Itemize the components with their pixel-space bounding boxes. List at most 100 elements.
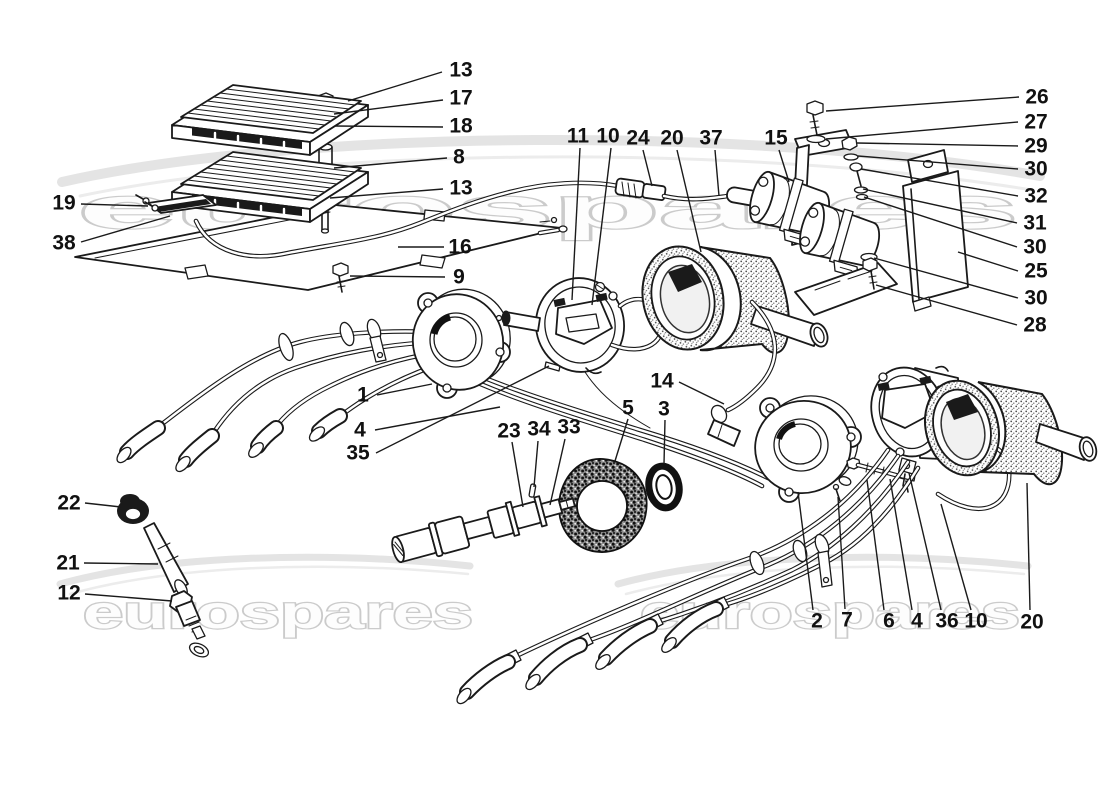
callout-leader-10-2: [940, 503, 972, 611]
callout-leader-20: [676, 149, 702, 253]
callout-leader-23: [511, 441, 524, 508]
callout-number-20-2: 20: [1020, 611, 1043, 634]
callout-leader-5: [614, 418, 629, 462]
callout-leader-26: [825, 96, 1020, 112]
callout-number-28: 28: [1023, 314, 1047, 337]
plate-bolt: [332, 262, 349, 293]
watermark-text-bottom-left: eurospares: [83, 586, 473, 638]
exploded-view-artwork: [74, 84, 1098, 705]
callout-leader-19: [80, 203, 149, 207]
bracket-bolt-28: [860, 252, 878, 290]
callout-leader-31: [862, 188, 1018, 224]
callout-number-13-2: 13: [449, 177, 472, 200]
callout-number-26: 26: [1025, 86, 1048, 109]
callout-leader-12: [84, 593, 173, 602]
callout-leader-13: [347, 71, 443, 102]
protective-cover-right: [924, 379, 1098, 486]
cover-tube-left: [750, 305, 829, 348]
callout-number-21: 21: [56, 552, 80, 575]
callout-leader-35: [375, 365, 550, 454]
callout-leader-33: [549, 438, 566, 506]
sensor-wire-14: [707, 299, 778, 447]
callout-number-38: 38: [52, 232, 76, 255]
protective-cover-left: [641, 245, 829, 354]
watermark-swoosh-bl-echo: [68, 565, 470, 596]
distributor-flange-right: [754, 395, 862, 503]
wire-clamp: [366, 318, 387, 363]
callout-number-33: 33: [557, 416, 580, 439]
coil-hardware: [841, 136, 869, 201]
callout-number-18: 18: [449, 115, 473, 138]
callout-number-12: 12: [57, 582, 80, 605]
flange-pin-35: [544, 361, 561, 372]
callout-number-37: 37: [699, 127, 722, 150]
cover-tube-right: [1035, 423, 1098, 462]
callout-leader-27: [825, 121, 1019, 140]
callout-leader-6: [866, 479, 885, 611]
callout-number-1: 1: [357, 384, 369, 407]
callout-leader-11: [571, 147, 581, 301]
callout-leader-38: [80, 215, 171, 243]
callout-leader-29: [856, 142, 1019, 147]
callout-leader-30-2: [863, 196, 1018, 248]
callout-leader-37: [714, 149, 720, 197]
callout-number-19: 19: [52, 192, 75, 215]
harness-cable: [193, 180, 621, 259]
stud-7: [832, 483, 841, 502]
callout-leader-14: [678, 381, 725, 405]
callout-number-5: 5: [622, 397, 634, 420]
callout-number-13: 13: [449, 59, 472, 82]
callout-leader-20-2: [1026, 482, 1031, 611]
callout-number-35: 35: [346, 442, 370, 465]
callout-number-31: 31: [1023, 212, 1047, 235]
callout-number-25: 25: [1024, 260, 1048, 283]
callout-number-3: 3: [658, 398, 670, 421]
callout-number-17: 17: [449, 87, 472, 110]
seal-ring-3: [645, 462, 683, 512]
callout-number-30: 30: [1024, 158, 1047, 181]
callout-leader-34: [533, 440, 539, 488]
callout-leader-30: [857, 155, 1019, 170]
callout-number-30-2: 30: [1023, 236, 1046, 259]
callout-leader-22: [84, 502, 122, 508]
callout-leader-2: [797, 491, 814, 611]
camshaft: [391, 495, 576, 564]
callout-number-23: 23: [497, 420, 520, 443]
callout-number-15: 15: [764, 127, 788, 150]
callout-leader-13-2: [329, 188, 444, 199]
callout-leader-9: [349, 275, 446, 278]
callout-number-4-2: 4: [911, 610, 923, 633]
callout-leader-7: [837, 496, 846, 610]
plug-tube-21: [143, 522, 189, 597]
distributor-flange-left: [411, 288, 511, 399]
cable-connector-24: [614, 177, 667, 201]
washer-27: [806, 134, 826, 144]
gasket-5: [558, 458, 648, 553]
callout-leader-4: [374, 406, 501, 431]
watermark-swoosh-top: [57, 134, 1045, 187]
callout-number-24: 24: [626, 127, 650, 150]
pickup-connector: [495, 310, 541, 332]
callout-leader-32: [860, 168, 1019, 197]
callout-leader-28: [875, 284, 1018, 326]
callout-number-34: 34: [527, 418, 551, 441]
callout-leader-4-2: [889, 478, 913, 611]
callout-leader-21: [83, 562, 159, 565]
callout-leader-8: [333, 157, 448, 169]
callout-number-27: 27: [1024, 111, 1047, 134]
callout-number-10-2: 10: [964, 610, 987, 633]
spark-wire-set-bottom: [456, 447, 921, 705]
callout-leader-3: [663, 419, 666, 465]
callout-leader-24: [642, 149, 653, 187]
callout-leader-17: [333, 99, 444, 115]
callout-number-30-3: 30: [1024, 287, 1047, 310]
spark-plug-12: [169, 590, 210, 658]
callout-number-16: 16: [448, 236, 471, 259]
callout-leader-1: [376, 383, 433, 396]
callout-number-9: 9: [453, 266, 465, 289]
callout-number-8: 8: [453, 146, 465, 169]
callout-number-14: 14: [650, 370, 674, 393]
